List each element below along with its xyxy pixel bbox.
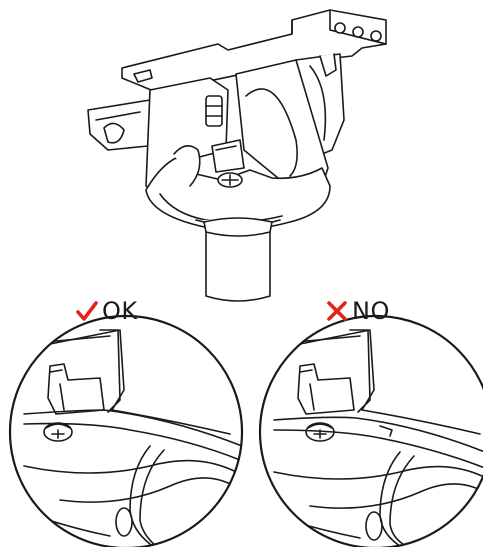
ceiling-canopy-illustration	[87, 9, 387, 302]
cross-mark-icon	[327, 301, 347, 321]
ok-text: OK	[102, 297, 138, 325]
no-text: NO	[352, 297, 390, 325]
mounting-bracket	[87, 9, 387, 159]
set-screw	[211, 139, 245, 188]
bracket-hole	[370, 30, 382, 42]
bracket-hole	[352, 26, 364, 38]
wire-connector	[205, 95, 223, 127]
no-detail-view	[258, 314, 483, 547]
ok-label: OK	[76, 294, 138, 328]
check-mark-icon	[76, 301, 98, 321]
down-rod	[205, 225, 271, 302]
ok-detail-view	[8, 314, 244, 547]
bracket-hole	[334, 22, 346, 34]
no-label: NO	[326, 294, 390, 328]
